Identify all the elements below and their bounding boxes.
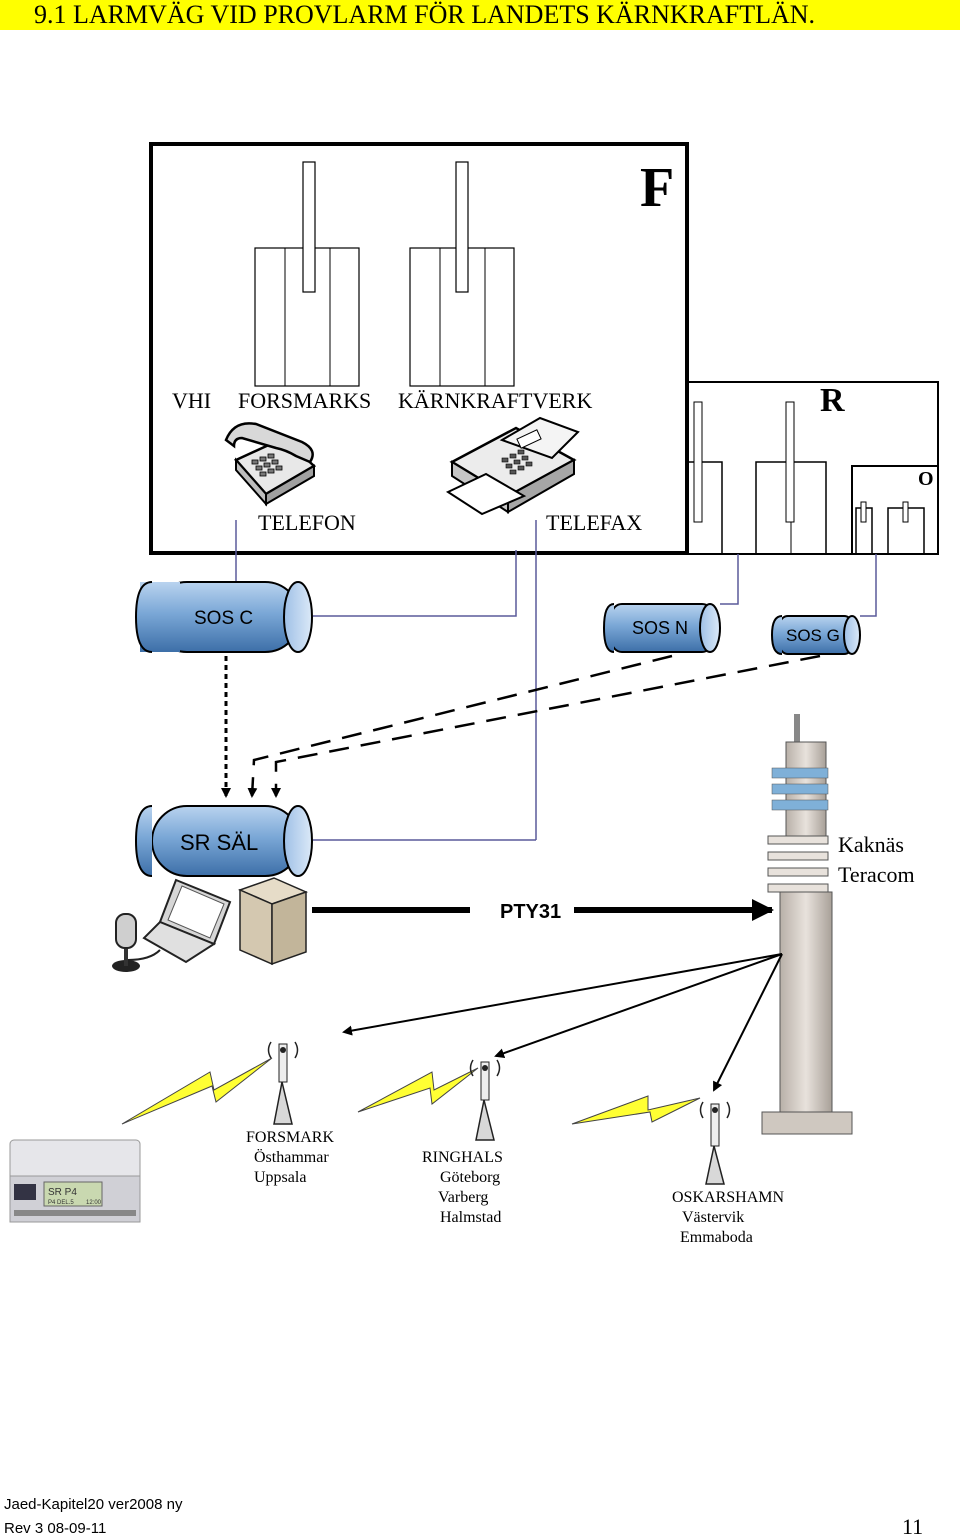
station-oskarshamn-name: OSKARSHAMN (672, 1189, 785, 1206)
fax-icon (445, 416, 580, 516)
plant-r-letter: R (820, 382, 845, 419)
lightning-bolts (121, 1057, 701, 1125)
receiver-display-line2: P4 DEL.5 (48, 1200, 74, 1206)
connection-lines (235, 520, 877, 841)
sr-sal-label: SR SÄL (180, 830, 258, 855)
tower-label-kaknas: Kaknäs (838, 832, 904, 857)
forsmarks-label: FORSMARKS (238, 388, 372, 413)
lightning-bolt-3 (571, 1095, 701, 1125)
microphone-icon (112, 913, 161, 972)
sos-c-label: SOS C (194, 608, 253, 629)
station-ringhals-city-1: Göteborg (440, 1169, 501, 1186)
vhi-label: VHI (172, 388, 212, 413)
station-oskarshamn-city-1: Västervik (682, 1209, 745, 1226)
pty-label: PTY31 (500, 901, 561, 923)
station-oskarshamn-city-2: Emmaboda (680, 1229, 753, 1246)
station-ringhals-city-3: Halmstad (440, 1209, 502, 1226)
station-ringhals-city-2: Varberg (438, 1189, 489, 1206)
lightning-bolt-2 (357, 1067, 479, 1113)
station-forsmark-city-2: Uppsala (254, 1169, 307, 1186)
page-number: 11 (902, 1514, 924, 1539)
sos-n-label: SOS N (632, 618, 688, 638)
dashed-alarm-lines (221, 654, 821, 798)
footer-rev: Rev 3 08-09-11 (4, 1520, 107, 1537)
sr-sal-cylinder (134, 805, 313, 877)
lightning-bolt-1 (121, 1057, 273, 1125)
sos-c-cylinder (134, 581, 313, 653)
station-forsmark: FORSMARK Östhammar Uppsala (246, 1128, 334, 1188)
plant-o-letter: O (918, 468, 934, 490)
sos-n-cylinder (602, 603, 721, 653)
telephone-icon (224, 422, 317, 507)
transmitter-forsmark-icon (267, 1041, 299, 1125)
tower-label-teracom: Teracom (838, 862, 915, 887)
plant-f-letter: F (640, 157, 675, 219)
station-oskarshamn: OSKARSHAMN Västervik Emmaboda (672, 1188, 784, 1248)
station-ringhals: RINGHALS Göteborg Varberg Halmstad (422, 1148, 503, 1228)
station-forsmark-name: FORSMARK (246, 1129, 335, 1146)
karnkraftverk-label: KÄRNKRAFTVERK (398, 388, 593, 413)
transmitter-oskarshamn-icon (699, 1101, 731, 1185)
telefon-label: TELEFON (258, 510, 356, 535)
rds-receiver-icon (9, 1139, 141, 1223)
receiver-display-line1: SR P4 (48, 1187, 77, 1198)
plant-o-block (851, 465, 939, 555)
transmitter-ringhals-icon (469, 1059, 501, 1141)
page-title: 9.1 LARMVÄG VID PROVLARM FÖR LANDETS KÄR… (0, 0, 960, 30)
sos-g-label: SOS G (786, 626, 840, 645)
laptop-icon (142, 878, 232, 964)
footer-doc: Jaed-Kapitel20 ver2008 ny (4, 1496, 183, 1513)
receiver-display-time: 12:00 (86, 1200, 102, 1206)
broadcast-arrows (342, 953, 783, 1092)
server-icon (237, 877, 309, 966)
kaknas-tower-icon (761, 714, 853, 1135)
telefax-label: TELEFAX (546, 510, 643, 535)
station-ringhals-name: RINGHALS (422, 1149, 503, 1166)
station-forsmark-city-1: Östhammar (254, 1149, 329, 1166)
sos-g-cylinder (770, 615, 861, 655)
plant-f-box (149, 142, 689, 555)
